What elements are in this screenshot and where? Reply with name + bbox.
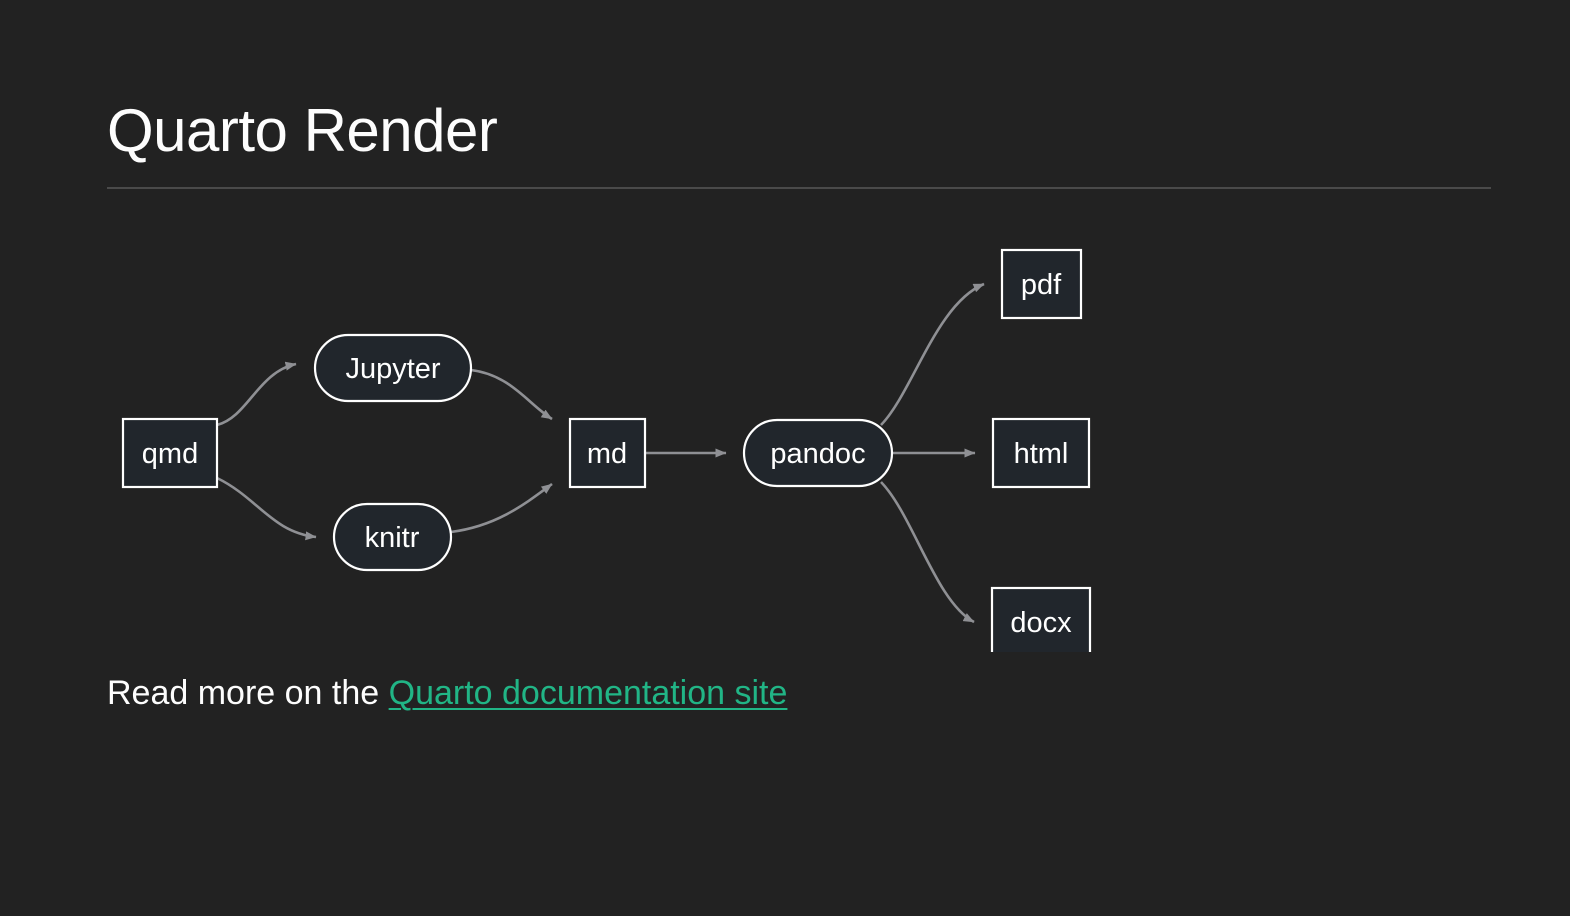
edge-knitr-to-md [450, 482, 553, 534]
node-label-md: md [587, 438, 627, 470]
read-more-lead-text: Read more on the [107, 674, 389, 712]
node-label-jupyter: Jupyter [345, 353, 440, 385]
node-jupyter[interactable]: Jupyter [313, 333, 473, 403]
quarto-render-flowchart: qmd Jupyter knitr md pandoc pdf [0, 212, 1570, 652]
node-label-docx: docx [1010, 607, 1072, 639]
node-knitr[interactable]: knitr [332, 502, 453, 572]
node-label-html: html [1014, 438, 1069, 470]
node-pdf[interactable]: pdf [1000, 248, 1083, 320]
page-title: Quarto Render [107, 97, 498, 164]
edge-jupyter-to-md [470, 368, 553, 421]
node-qmd[interactable]: qmd [121, 417, 219, 489]
node-label-knitr: knitr [365, 522, 420, 554]
node-md[interactable]: md [568, 417, 647, 489]
edge-qmd-to-jupyter [216, 361, 297, 427]
node-pandoc[interactable]: pandoc [742, 418, 894, 488]
edge-pandoc-to-docx [880, 481, 975, 624]
node-label-pandoc: pandoc [770, 438, 865, 470]
title-divider [107, 187, 1491, 189]
node-html[interactable]: html [991, 417, 1091, 489]
edge-qmd-to-knitr [216, 476, 317, 541]
read-more-line: Read more on the Quarto documentation si… [107, 671, 787, 717]
quarto-documentation-link[interactable]: Quarto documentation site [388, 674, 788, 712]
node-label-qmd: qmd [142, 438, 198, 470]
node-docx[interactable]: docx [990, 586, 1092, 652]
edge-pandoc-to-pdf [880, 282, 985, 426]
node-label-pdf: pdf [1021, 269, 1062, 301]
edge-group [216, 282, 985, 624]
flowchart-svg: qmd Jupyter knitr md pandoc pdf [121, 248, 1092, 652]
